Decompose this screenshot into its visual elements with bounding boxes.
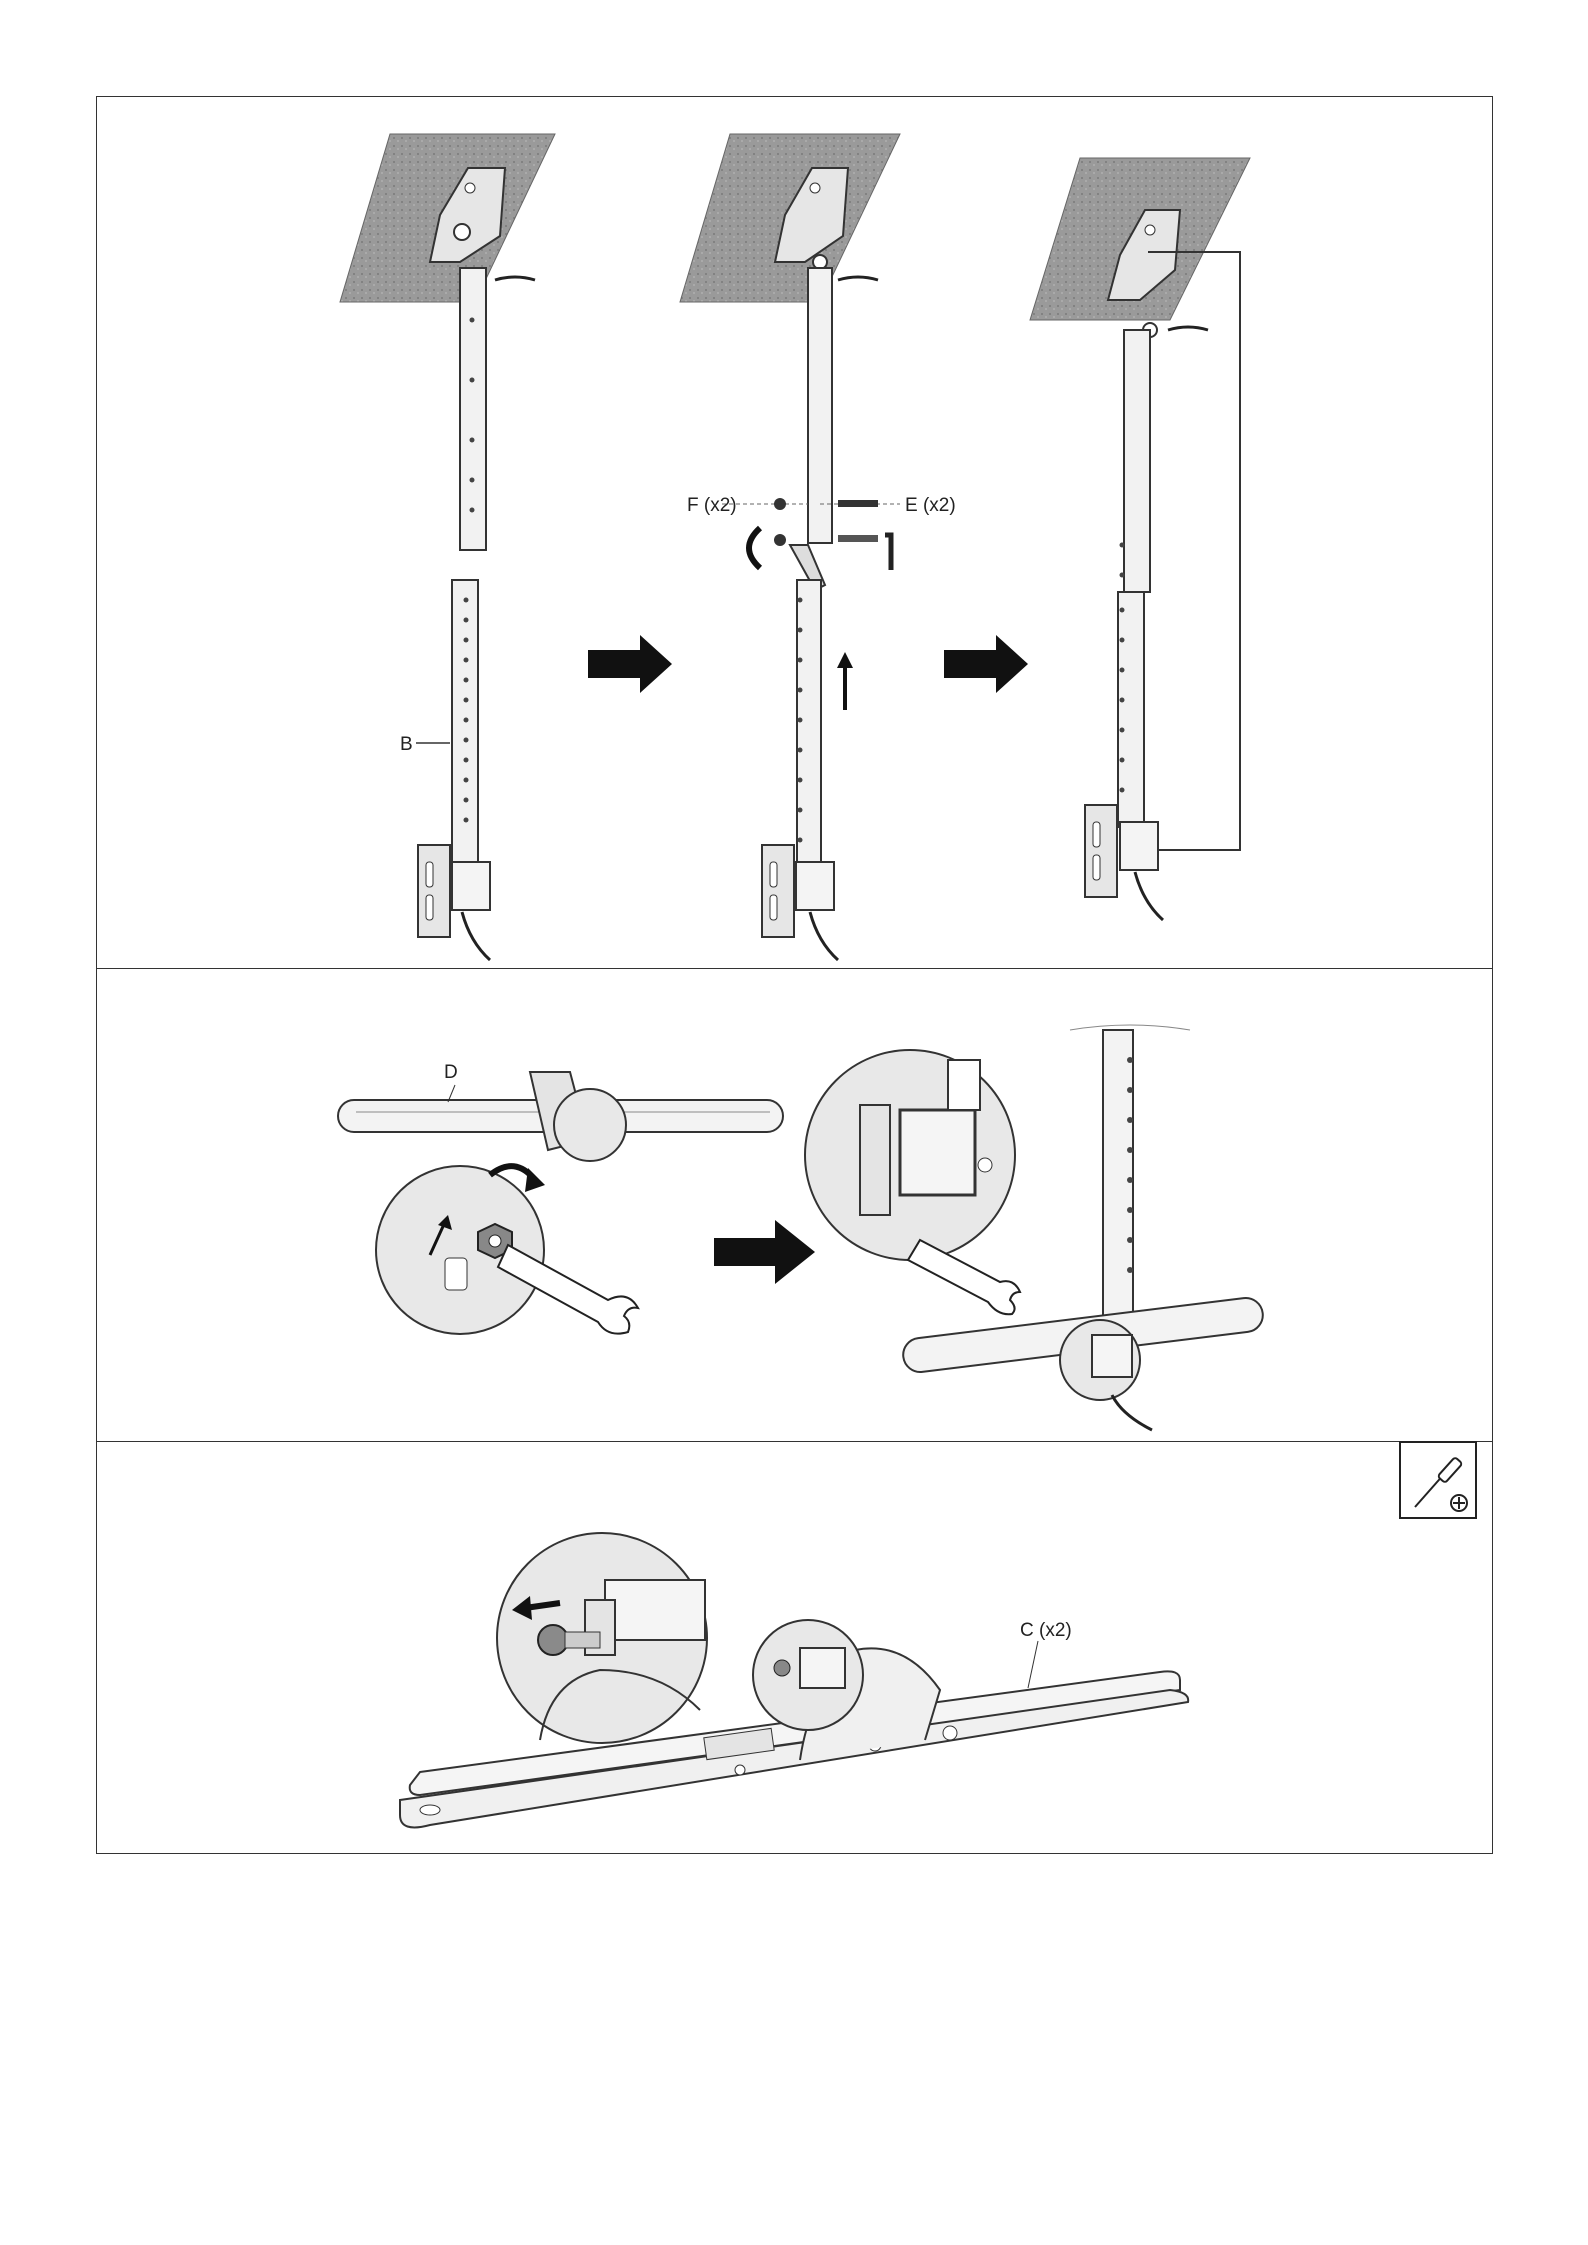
tool-icon-box — [1399, 1441, 1477, 1519]
step3-pole-assembly — [1030, 158, 1250, 920]
mount-plate — [418, 845, 450, 937]
part-label-c: C (x2) — [1020, 1620, 1072, 1641]
step5-mounted-crossbar — [805, 1025, 1265, 1430]
part-label-b: B — [400, 734, 413, 755]
phillips-screwdriver-icon — [1401, 1443, 1479, 1521]
part-label-d: D — [444, 1062, 458, 1083]
step2-pole-assembly: F (x2) E (x2) — [680, 134, 956, 960]
upper-tube — [460, 268, 486, 550]
step-arrow-2 — [944, 635, 1028, 693]
pole-tube — [1103, 1030, 1133, 1348]
part-label-f: F (x2) — [687, 495, 737, 516]
part-label-e: E (x2) — [905, 495, 956, 516]
mount-box — [452, 862, 490, 910]
step-arrow-3 — [714, 1220, 815, 1284]
magnifier-small — [554, 1089, 626, 1161]
lower-tube-b — [452, 580, 478, 880]
step1-pole-assembly: B — [340, 134, 555, 960]
step-arrow-1 — [588, 635, 672, 693]
step6-crossbars-c: C (x2) — [400, 1533, 1188, 1827]
step4-crossbar-d: D — [338, 1062, 783, 1334]
